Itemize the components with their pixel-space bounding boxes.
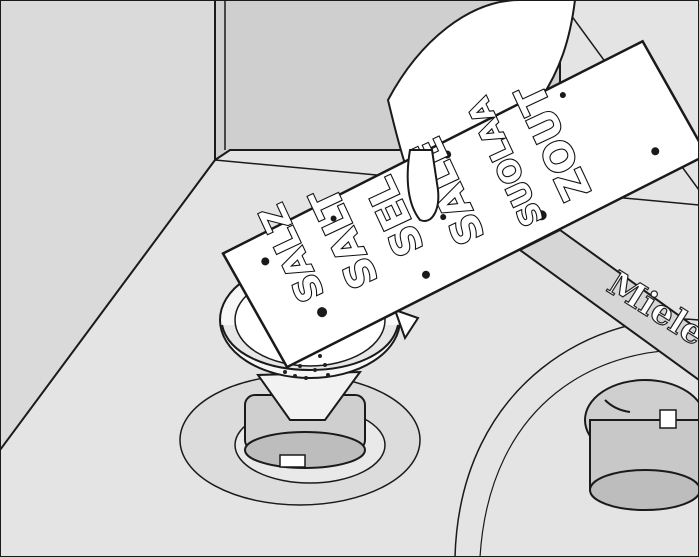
rotate-arrow-icon	[604, 399, 631, 413]
thumb	[406, 149, 440, 222]
lock-icon	[659, 409, 677, 429]
